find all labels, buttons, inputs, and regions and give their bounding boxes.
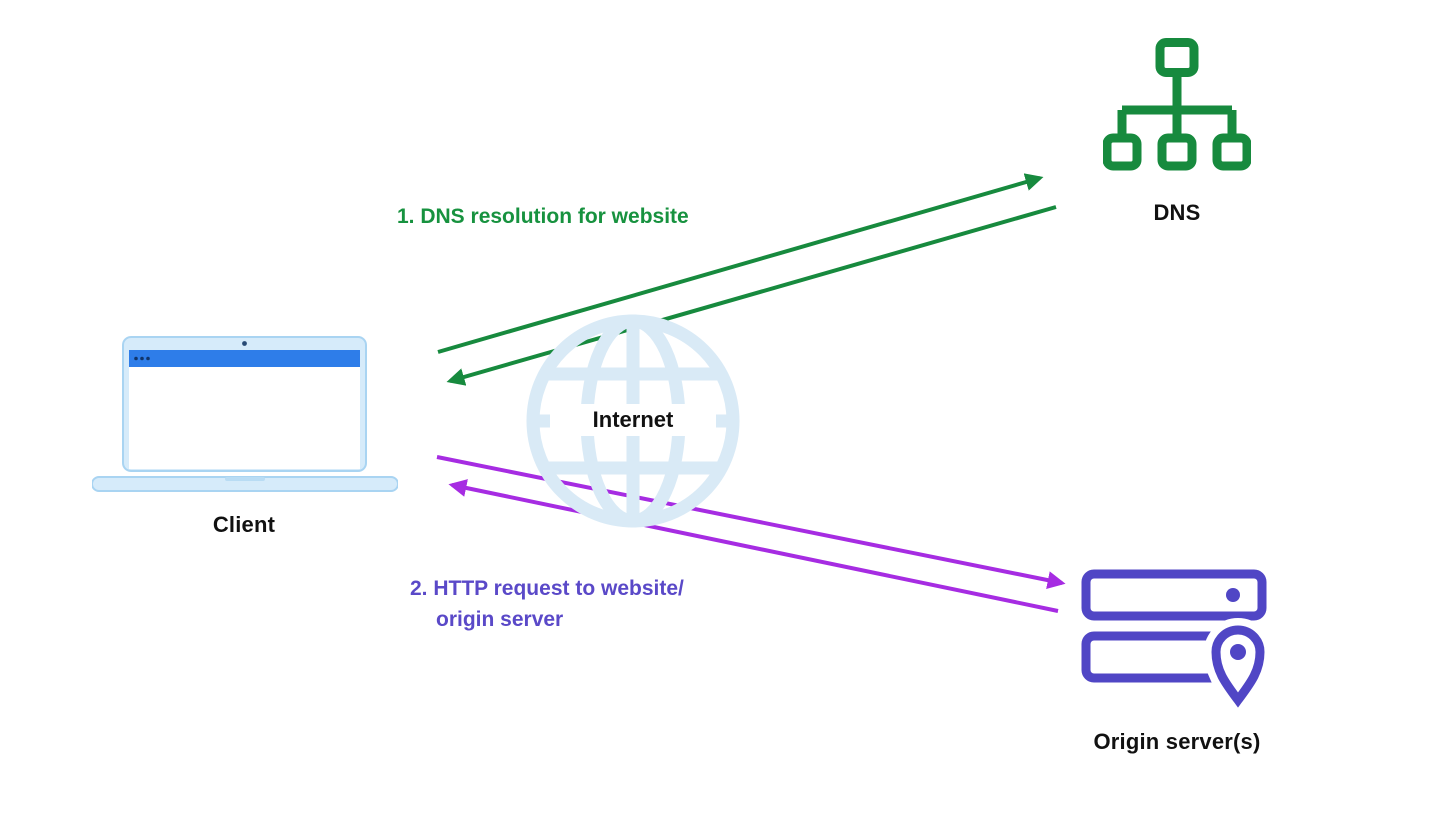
origin-label: Origin server(s) xyxy=(1093,729,1261,754)
http-step-line2: origin server xyxy=(436,608,564,631)
laptop-browser-icon xyxy=(92,336,398,492)
dns-label: DNS xyxy=(1153,200,1201,225)
origin-icon-wrapper xyxy=(1078,566,1270,708)
sitemap-icon xyxy=(1103,38,1251,171)
http-step-line1: 2. HTTP request to website/ xyxy=(410,577,684,600)
dns-icon-wrapper xyxy=(1103,38,1251,176)
server-location-icon xyxy=(1081,569,1270,708)
location-pin-icon xyxy=(1211,625,1265,708)
http-step-annotation: 2. HTTP request to website/ origin serve… xyxy=(410,573,684,635)
browser-bar xyxy=(129,350,360,367)
camera-dot xyxy=(242,341,247,346)
client-label: Client xyxy=(212,512,276,537)
client-icon-wrapper xyxy=(92,335,398,493)
internet-label: Internet xyxy=(550,404,716,436)
dns-step-annotation: 1. DNS resolution for website xyxy=(397,205,689,228)
